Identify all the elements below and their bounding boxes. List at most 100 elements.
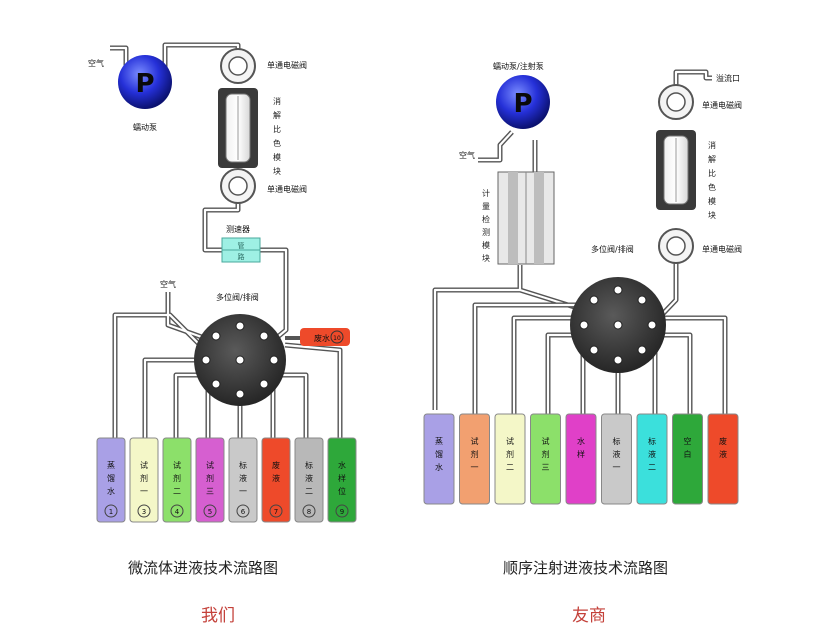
svg-text:1: 1 [109, 508, 113, 516]
svg-text:测: 测 [482, 228, 490, 237]
right-meter-icon [497, 171, 555, 265]
right-bottle: 废液 [707, 413, 739, 505]
right-valve-bottom-icon [658, 228, 694, 264]
right-bottle: 水样 [565, 413, 597, 505]
svg-text:馏: 馏 [435, 449, 443, 459]
svg-text:色: 色 [273, 138, 281, 148]
svg-text:10: 10 [333, 335, 341, 342]
left-pump-label: 蠕动泵 [133, 122, 157, 132]
svg-text:试: 试 [471, 436, 479, 446]
svg-text:模: 模 [273, 152, 281, 162]
right-pump-letter: P [513, 89, 532, 119]
svg-text:二: 二 [648, 463, 656, 472]
right-multiport-label: 多位阀/排阀 [591, 244, 634, 254]
left-multiport-label: 多位阀/排阀 [216, 292, 259, 302]
svg-text:模: 模 [708, 196, 716, 206]
right-multiport-valve-icon [570, 277, 666, 373]
right-bottle: 试剂二 [494, 413, 526, 505]
svg-text:模: 模 [482, 240, 490, 250]
svg-text:检: 检 [482, 214, 490, 224]
svg-text:样: 样 [577, 449, 585, 459]
left-digestion-icon [218, 88, 258, 168]
right-diagram: 蠕动泵/注射泵 P 空气 计 量 检 测 模 块 溢流口 单通电磁阀 [423, 61, 742, 505]
right-bottle: 试剂三 [530, 413, 561, 505]
left-valve-bottom-label: 单通电磁阀 [267, 184, 307, 194]
svg-text:标: 标 [648, 436, 656, 446]
svg-text:二: 二 [173, 487, 181, 496]
svg-text:蒸: 蒸 [435, 436, 443, 446]
right-pump-label: 蠕动泵/注射泵 [493, 61, 544, 71]
right-bottle: 试剂一 [459, 413, 490, 505]
left-air-mid-label: 空气 [160, 279, 176, 289]
right-meter-label: 计 量 检 测 模 块 [482, 188, 490, 263]
right-bottle: 标液一 [601, 413, 632, 505]
svg-text:液: 液 [305, 473, 313, 483]
svg-text:三: 三 [542, 463, 550, 472]
svg-text:废: 废 [272, 460, 280, 470]
right-caption: 顺序注射进液技术流路图 [503, 559, 669, 577]
svg-text:比: 比 [708, 168, 716, 178]
svg-text:剂: 剂 [173, 473, 181, 483]
svg-text:水: 水 [577, 436, 585, 446]
svg-text:标: 标 [239, 460, 247, 470]
svg-text:管: 管 [238, 241, 245, 250]
svg-text:三: 三 [206, 487, 214, 496]
svg-text:剂: 剂 [206, 473, 214, 483]
svg-text:水: 水 [338, 460, 346, 470]
svg-text:废水: 废水 [314, 333, 330, 343]
svg-text:位: 位 [338, 486, 346, 496]
svg-text:馏: 馏 [107, 473, 115, 483]
svg-text:9: 9 [340, 508, 344, 516]
svg-text:比: 比 [273, 124, 281, 134]
svg-text:液: 液 [719, 449, 727, 459]
left-pump-icon: P [118, 55, 172, 109]
svg-text:二: 二 [305, 487, 313, 496]
left-valve-top-label: 单通电磁阀 [267, 60, 307, 70]
svg-text:二: 二 [506, 463, 514, 472]
right-valve-bottom-label: 单通电磁阀 [702, 244, 742, 254]
svg-text:液: 液 [613, 449, 621, 459]
svg-text:试: 试 [542, 436, 550, 446]
svg-text:色: 色 [708, 182, 716, 192]
svg-text:液: 液 [648, 449, 656, 459]
left-caption: 微流体进液技术流路图 [128, 559, 279, 577]
left-sub-label: 我们 [201, 606, 235, 626]
svg-text:量: 量 [482, 202, 490, 211]
right-digestion-label: 消 解 比 色 模 块 [708, 140, 716, 220]
left-flow-meter-icon: 管 路 [221, 237, 261, 263]
left-waste-tag: 废水 10 [285, 328, 350, 346]
svg-text:块: 块 [482, 253, 490, 263]
svg-text:6: 6 [241, 508, 246, 516]
svg-text:块: 块 [273, 166, 281, 176]
svg-text:水: 水 [107, 486, 115, 496]
svg-text:废: 废 [719, 436, 727, 446]
right-pump-icon: P [496, 75, 550, 129]
right-valve-top-icon [658, 84, 694, 120]
left-diagram: 空气 P 蠕动泵 单通电磁阀 消 解 比 色 模 块 [88, 42, 357, 523]
left-multiport-valve-icon [194, 314, 286, 406]
svg-text:解: 解 [273, 110, 281, 120]
left-digestion-label: 消 解 比 色 模 块 [273, 96, 281, 176]
left-pump-letter: P [135, 69, 154, 99]
right-sub-label: 友商 [572, 606, 606, 626]
svg-text:8: 8 [307, 508, 311, 516]
right-bottle: 空白 [672, 413, 703, 505]
left-bottle: 废液7 [261, 437, 291, 523]
svg-text:试: 试 [506, 436, 514, 446]
svg-text:试: 试 [206, 460, 214, 470]
svg-text:块: 块 [708, 210, 716, 220]
left-valve-bottom-icon [220, 168, 256, 204]
right-digestion-icon [656, 130, 696, 210]
right-air-label: 空气 [459, 150, 475, 160]
svg-text:解: 解 [708, 154, 716, 164]
svg-text:剂: 剂 [471, 449, 479, 459]
